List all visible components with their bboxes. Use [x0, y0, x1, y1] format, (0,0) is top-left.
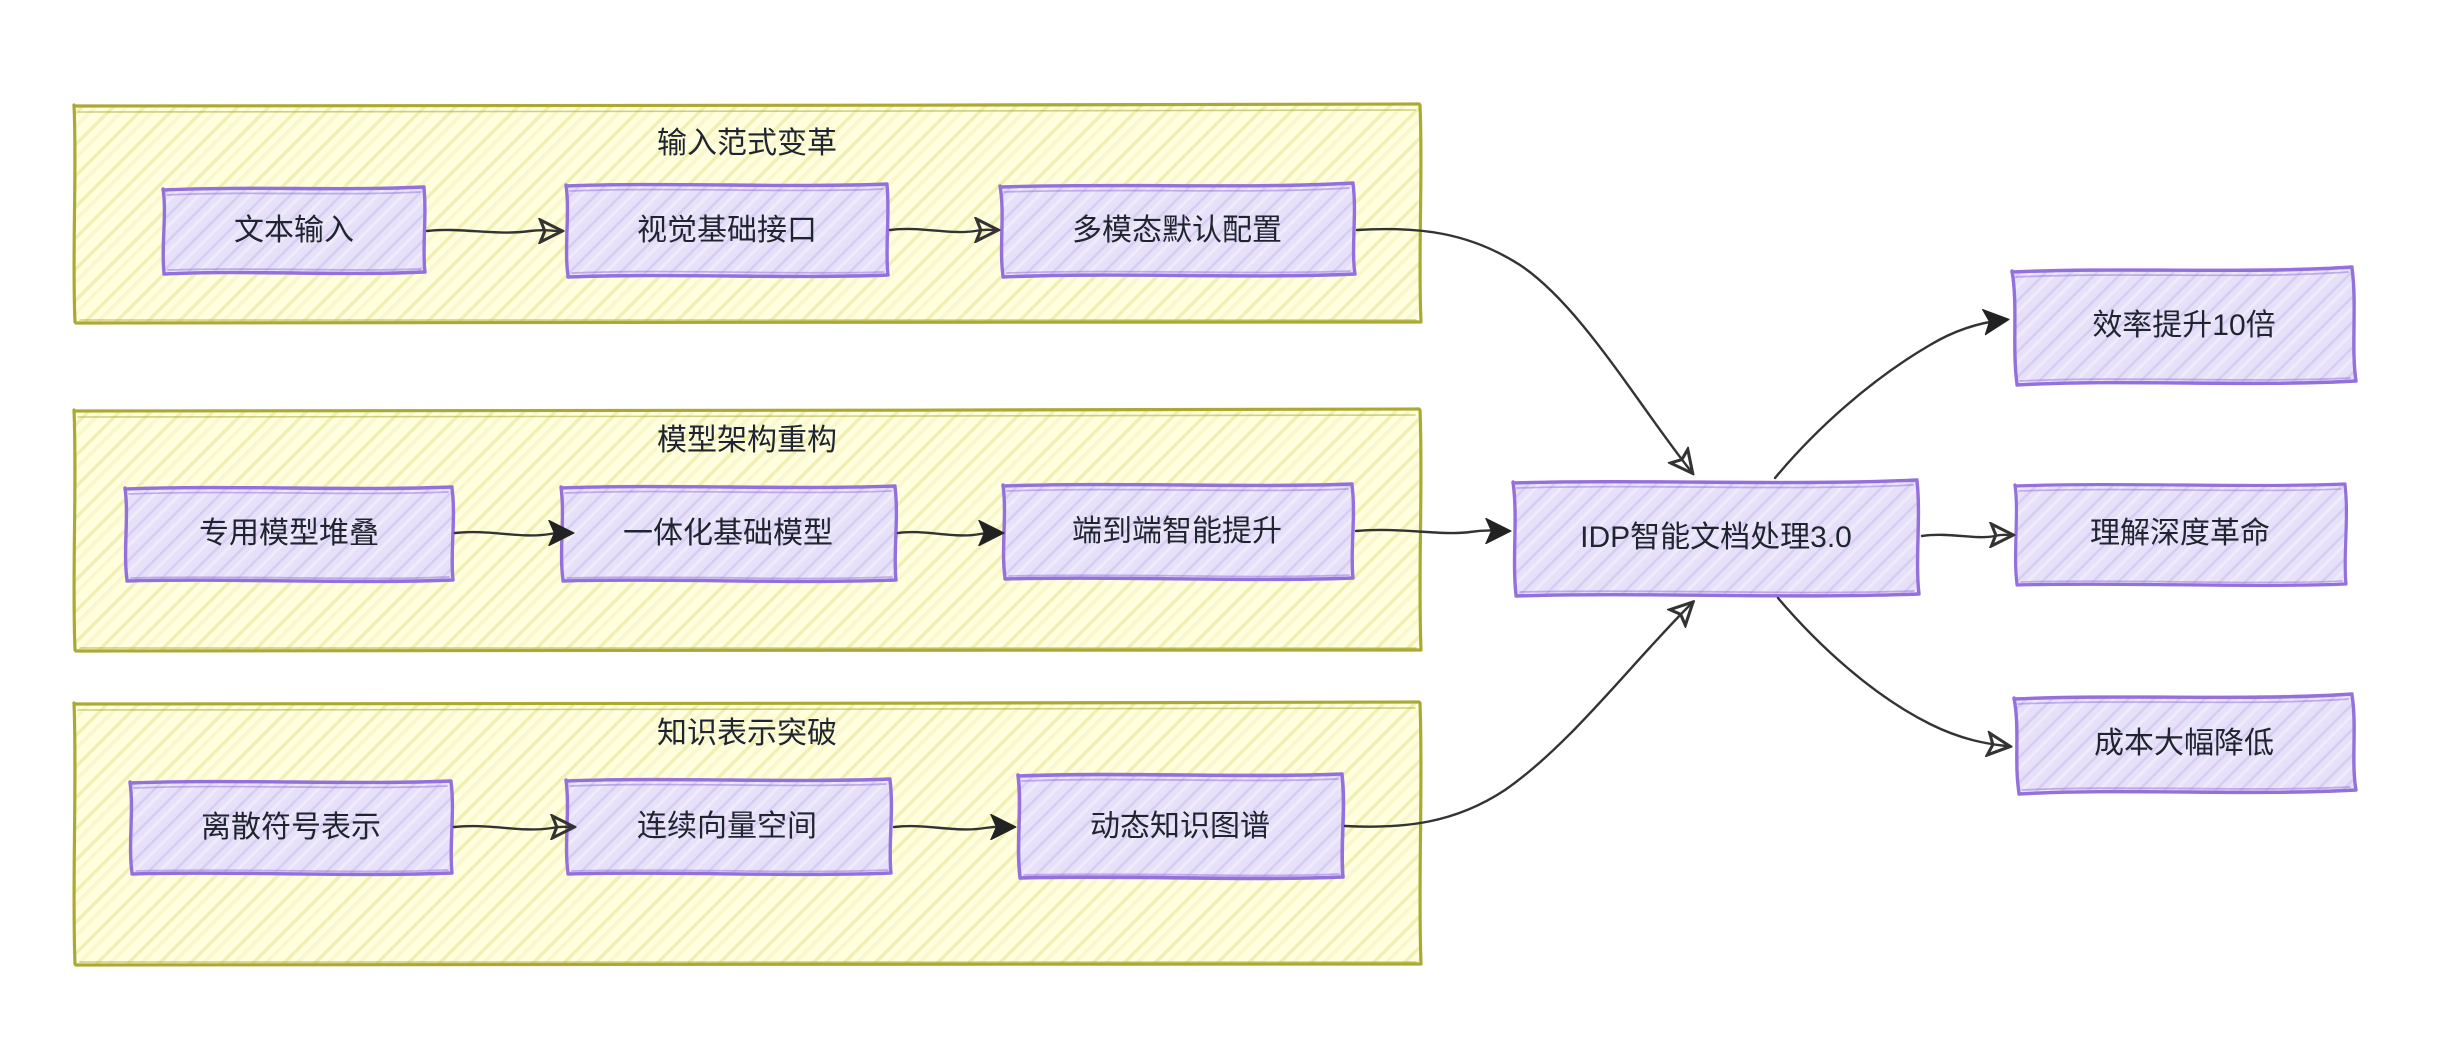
edge-discrete-symbol-representation-to-continuous-vector-space [452, 826, 570, 829]
edge-visual-base-interface-to-multimodal-default-config [888, 229, 994, 232]
node-dynamic-knowledge-graph-border-sketch [1021, 778, 1340, 877]
node-text-input-border-sketch [166, 191, 422, 271]
cluster-input-paradigm-title: 输入范式变革 [657, 127, 837, 160]
cluster-model-architecture-title: 模型架构重构 [657, 424, 837, 457]
edge-text-input-to-visual-base-interface [425, 230, 558, 233]
node-end-to-end-intelligence-border [1001, 482, 1356, 582]
edge-continuous-vector-space-to-dynamic-knowledge-graph [892, 826, 1010, 829]
node-multimodal-default-config[interactable]: 多模态默认配置 [998, 181, 1357, 279]
edge-dedicated-model-stack-to-unified-foundation-model [453, 532, 568, 535]
node-discrete-symbol-representation-border [128, 779, 455, 877]
node-continuous-vector-space-fill [566, 779, 891, 874]
node-unified-foundation-model-border [559, 484, 899, 584]
node-unified-foundation-model-fill [561, 486, 896, 581]
edge-dynamic-knowledge-graph-to-idp-core [1343, 605, 1690, 828]
edge-idp-core-to-understanding-revolution [1920, 535, 2009, 537]
edge-end-to-end-intelligence-to-idp-core [1354, 530, 1505, 533]
node-visual-base-interface-border [564, 182, 890, 279]
node-text-input-fill [163, 187, 425, 274]
node-dynamic-knowledge-graph-fill [1018, 774, 1343, 878]
node-cost-reduction-border-sketch [2017, 698, 2351, 791]
node-multimodal-default-config-border [998, 181, 1357, 279]
node-understanding-revolution-label: 理解深度革命 [2090, 517, 2270, 550]
node-understanding-revolution-border [2013, 482, 2349, 588]
cluster-model-architecture-border [72, 407, 1423, 653]
node-idp-core-fill [1513, 480, 1919, 596]
node-end-to-end-intelligence-fill [1003, 484, 1353, 579]
node-efficiency-gain-border-sketch [2015, 271, 2351, 382]
node-discrete-symbol-representation-border-sketch [133, 785, 449, 873]
node-text-input-label: 文本输入 [234, 214, 354, 247]
node-visual-base-interface[interactable]: 视觉基础接口 [564, 182, 890, 279]
cluster-knowledge-representation-border [72, 700, 1423, 967]
node-continuous-vector-space-label: 连续向量空间 [637, 810, 817, 843]
node-dedicated-model-stack-label: 专用模型堆叠 [199, 517, 379, 550]
node-understanding-revolution[interactable]: 理解深度革命 [2013, 482, 2349, 588]
edge-idp-core-to-efficiency-gain [1773, 320, 2003, 480]
node-efficiency-gain-border [2010, 265, 2358, 387]
node-continuous-vector-space[interactable]: 连续向量空间 [564, 777, 894, 877]
node-cost-reduction-fill [2014, 694, 2356, 794]
node-multimodal-default-config-label: 多模态默认配置 [1072, 214, 1282, 247]
node-visual-base-interface-border-sketch [569, 188, 885, 274]
cluster-knowledge-representation[interactable]: 知识表示突破 离散符号表示 连续向量空间 动态知识图谱 [72, 700, 1423, 967]
node-cost-reduction-label: 成本大幅降低 [2094, 727, 2274, 760]
node-unified-foundation-model-label: 一体化基础模型 [623, 517, 833, 550]
node-continuous-vector-space-border [564, 777, 894, 877]
node-text-input[interactable]: 文本输入 [161, 185, 427, 276]
cluster-input-paradigm[interactable]: 输入范式变革 文本输入 视觉基础接口 多模态默认配置 [72, 102, 1423, 325]
node-idp-core-border-sketch [1516, 484, 1915, 594]
node-visual-base-interface-label: 视觉基础接口 [637, 214, 817, 247]
edges [425, 227, 2009, 829]
node-multimodal-default-config-border-sketch [1003, 187, 1351, 274]
node-unified-foundation-model-border-sketch [564, 490, 893, 580]
node-cost-reduction[interactable]: 成本大幅降低 [2012, 692, 2358, 796]
node-idp-core-border [1511, 478, 1921, 598]
node-dynamic-knowledge-graph[interactable]: 动态知识图谱 [1016, 772, 1346, 881]
node-dedicated-model-stack-border-sketch [128, 491, 450, 580]
node-understanding-revolution-fill [2015, 484, 2346, 585]
node-idp-core-label: IDP智能文档处理3.0 [1580, 521, 1852, 554]
node-dynamic-knowledge-graph-label: 动态知识图谱 [1090, 810, 1270, 843]
node-text-input-border [161, 185, 427, 276]
node-discrete-symbol-representation-fill [130, 781, 452, 874]
node-visual-base-interface-fill [566, 184, 888, 277]
node-efficiency-gain-fill [2012, 267, 2356, 385]
node-unified-foundation-model[interactable]: 一体化基础模型 [559, 484, 899, 584]
node-continuous-vector-space-border-sketch [569, 783, 888, 873]
node-end-to-end-intelligence-label: 端到端智能提升 [1072, 515, 1282, 548]
node-idp-core[interactable]: IDP智能文档处理3.0 [1511, 478, 1921, 598]
cluster-model-architecture[interactable]: 模型架构重构 专用模型堆叠 一体化基础模型 端到端智能提升 [72, 407, 1423, 653]
edge-unified-foundation-model-to-end-to-end-intelligence [896, 532, 998, 535]
edge-multimodal-default-config-to-idp-core [1355, 227, 1690, 470]
node-end-to-end-intelligence[interactable]: 端到端智能提升 [1001, 482, 1356, 582]
cluster-knowledge-representation-title: 知识表示突破 [657, 717, 837, 750]
node-dedicated-model-stack-fill [125, 487, 453, 581]
cluster-input-paradigm-border [72, 102, 1423, 325]
node-end-to-end-intelligence-border-sketch [1006, 488, 1350, 578]
node-multimodal-default-config-fill [1000, 183, 1355, 277]
node-efficiency-gain-label: 效率提升10倍 [2092, 309, 2275, 342]
node-efficiency-gain[interactable]: 效率提升10倍 [2010, 265, 2358, 387]
node-dynamic-knowledge-graph-border [1016, 772, 1346, 881]
edge-idp-core-to-cost-reduction [1776, 596, 2006, 746]
node-discrete-symbol-representation[interactable]: 离散符号表示 [128, 779, 455, 877]
node-dedicated-model-stack-border [123, 485, 456, 584]
node-discrete-symbol-representation-label: 离散符号表示 [201, 811, 381, 844]
node-understanding-revolution-border-sketch [2018, 488, 2343, 584]
node-dedicated-model-stack[interactable]: 专用模型堆叠 [123, 485, 456, 584]
node-cost-reduction-border [2012, 692, 2358, 796]
